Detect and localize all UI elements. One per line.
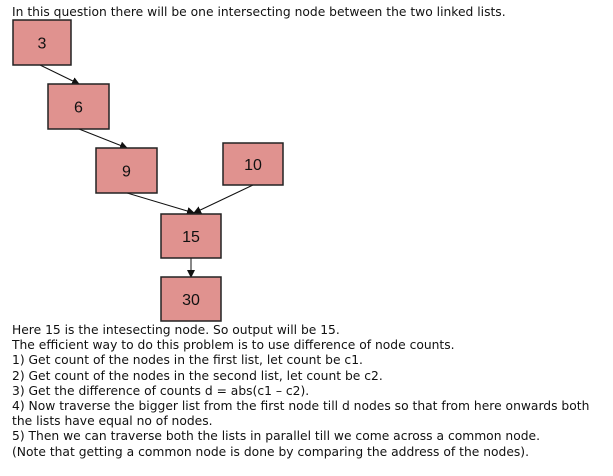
explanation-line: 2) Get count of the nodes in the second … — [12, 368, 383, 383]
intro-text: In this question there will be one inter… — [12, 5, 506, 19]
node-6: 6 — [47, 83, 110, 130]
explanation-text: Here 15 is the intesecting node. So outp… — [12, 323, 607, 460]
edge-arrow-n9-n15 — [126, 192, 195, 215]
node-value: 15 — [182, 229, 200, 246]
edge-arrow-n10-n15 — [193, 184, 254, 214]
node-3: 3 — [12, 19, 72, 66]
node-value: 6 — [74, 100, 83, 117]
node-value: 9 — [122, 164, 131, 181]
node-10: 10 — [222, 142, 284, 186]
explanation-line: The efficient way to do this problem is … — [12, 338, 455, 353]
node-value: 30 — [182, 292, 200, 309]
edge-arrow-n3-n6 — [39, 64, 80, 85]
explanation-line: Here 15 is the intesecting node. So outp… — [12, 323, 340, 337]
node-value: 3 — [38, 36, 47, 53]
node-box — [160, 276, 222, 322]
node-value: 10 — [244, 157, 262, 174]
explanation-line: 4) Now traverse the bigger list from the… — [12, 399, 590, 429]
node-box — [160, 213, 222, 259]
node-box — [47, 83, 110, 130]
node-box — [222, 142, 284, 186]
node-30: 30 — [160, 276, 222, 322]
node-box — [95, 147, 158, 194]
node-15: 15 — [160, 213, 222, 259]
node-9: 9 — [95, 147, 158, 194]
explanation-line: (Note that getting a common node is done… — [12, 444, 530, 459]
explanation-line: 1) Get count of the nodes in the first l… — [12, 353, 363, 368]
node-box — [12, 19, 72, 66]
explanation-line: 3) Get the difference of counts d = abs(… — [12, 383, 310, 398]
edge-arrow-n6-n9 — [78, 128, 128, 150]
explanation-line: 5) Then we can traverse both the lists i… — [12, 429, 541, 444]
